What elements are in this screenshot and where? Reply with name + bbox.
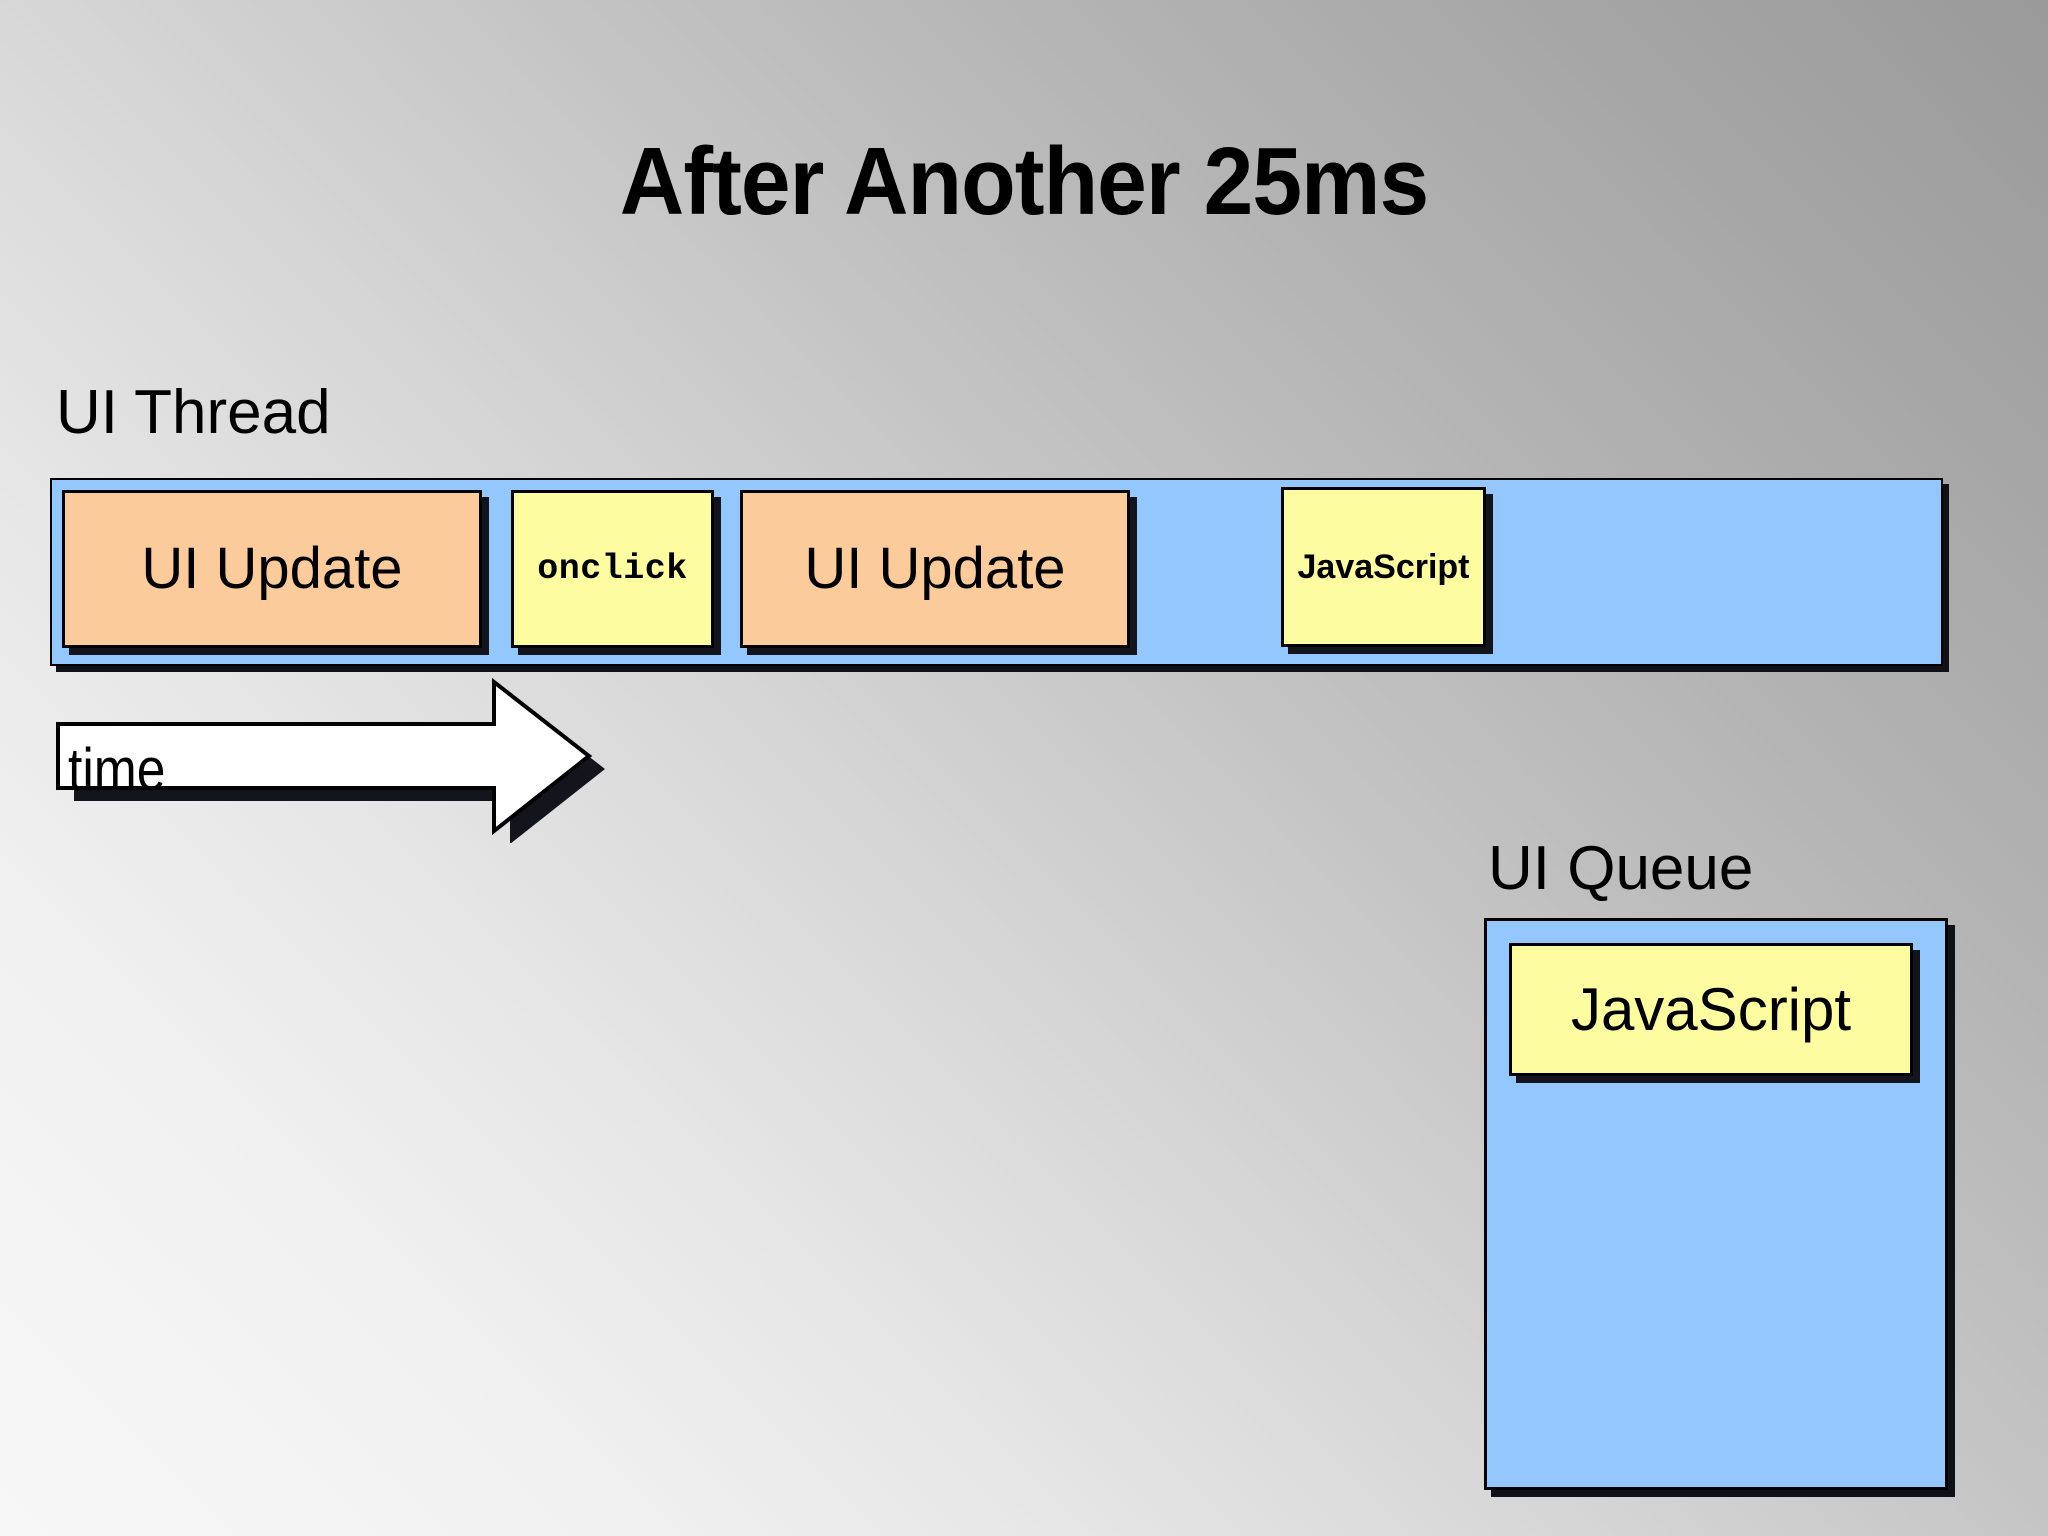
queue-item-javascript: JavaScript (1509, 943, 1913, 1076)
ui-thread-bar: UI Update onclick UI Update JavaScript (50, 478, 1943, 666)
ui-queue-box: JavaScript (1484, 918, 1948, 1490)
time-axis-label: time (68, 736, 166, 803)
thread-block-ui-update-2: UI Update (740, 490, 1130, 648)
queue-item-label: JavaScript (1570, 975, 1852, 1043)
thread-block-javascript: JavaScript (1281, 487, 1486, 647)
ui-thread-label: UI Thread (56, 378, 331, 447)
page-title: After Another 25ms (619, 128, 1429, 235)
time-arrow-icon (56, 678, 605, 843)
time-axis-arrow: time (50, 678, 730, 843)
thread-block-label: onclick (537, 548, 688, 589)
ui-queue-label: UI Queue (1488, 834, 1754, 903)
thread-block-label: JavaScript (1297, 548, 1470, 586)
thread-block-label: UI Update (141, 536, 403, 601)
thread-block-ui-update-1: UI Update (62, 490, 482, 648)
thread-block-label: UI Update (804, 536, 1066, 601)
thread-block-onclick: onclick (511, 490, 714, 648)
